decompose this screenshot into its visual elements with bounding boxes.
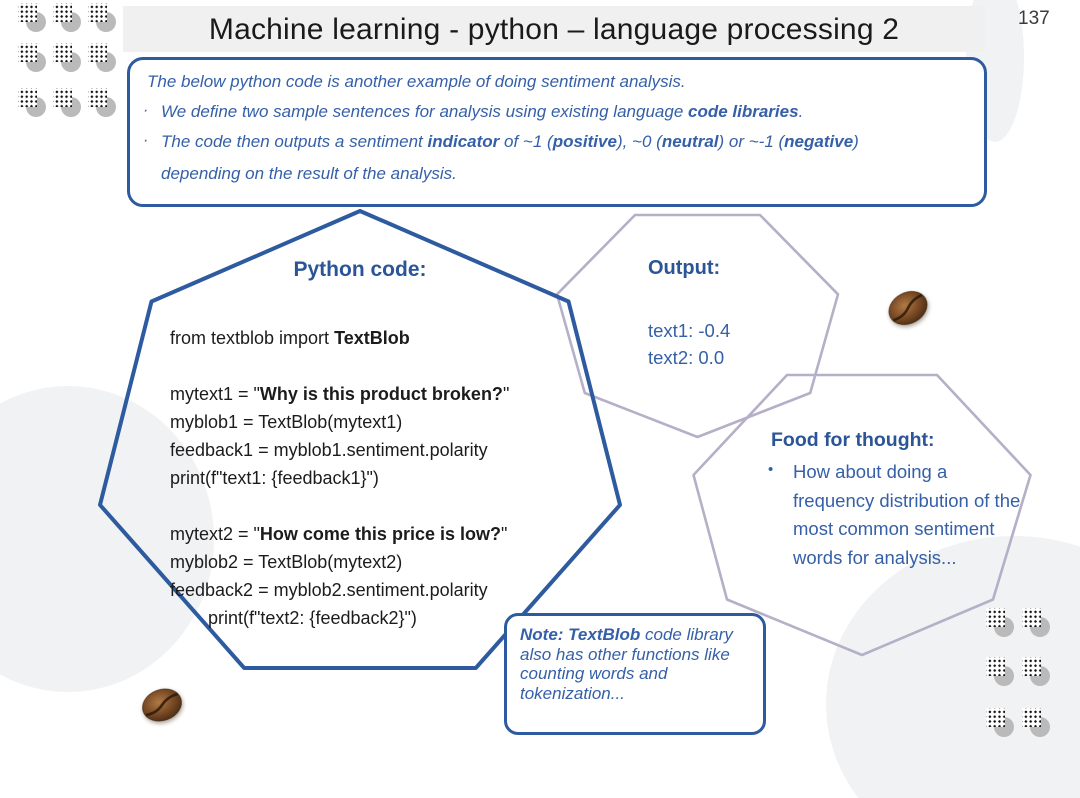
output-line-2: text2: 0.0 <box>648 347 725 368</box>
food-bullet-dot-icon: • <box>768 461 774 478</box>
halftone-dot-icon <box>1022 657 1050 687</box>
output-heading: Output: <box>648 257 721 279</box>
halftone-dot-icon <box>986 657 1014 687</box>
code-line: feedback1 = myblob1.sentiment.polarity <box>170 440 488 460</box>
food-bullet-text: How about doing a frequency distribution… <box>793 461 1021 568</box>
halftone-dot-icon <box>1022 608 1050 638</box>
intro-callout: The below python code is another example… <box>127 57 987 207</box>
intro-lead: The below python code is another example… <box>147 72 686 91</box>
page-number: 137 <box>1018 8 1050 29</box>
output-lines: text1: -0.4 text2: 0.0 <box>648 317 730 371</box>
code-line-blank <box>170 492 509 520</box>
code-line: from textblob import TextBlob <box>170 328 410 348</box>
halftone-dot-icon <box>88 43 116 73</box>
halftone-dot-icon <box>53 3 81 33</box>
halftone-dot-icon <box>18 88 46 118</box>
food-heptagon-outline <box>692 373 1032 657</box>
halftone-dot-icon <box>18 3 46 33</box>
halftone-dot-icon <box>53 88 81 118</box>
output-line-1: text1: -0.4 <box>648 320 731 341</box>
halftone-dot-icon <box>1022 708 1050 738</box>
halftone-dot-icon <box>88 88 116 118</box>
python-code-heading: Python code: <box>293 258 427 281</box>
note-callout: Note: TextBlob code library also has oth… <box>504 613 766 735</box>
bullet-dot-icon: · <box>143 132 149 149</box>
code-line: mytext2 = "How come this price is low?" <box>170 524 508 544</box>
python-code-block: from textblob import TextBlob mytext1 = … <box>170 324 509 632</box>
output-heptagon-outline <box>555 213 840 439</box>
python-heptagon-outline <box>98 209 622 670</box>
halftone-dot-icon <box>88 3 116 33</box>
code-line: print(f"text2: {feedback2}") <box>208 608 417 628</box>
coffee-bean-icon <box>141 688 183 722</box>
slide-title: Machine learning - python – language pro… <box>208 13 900 46</box>
note-bold-text: Note: TextBlob <box>520 625 641 644</box>
halftone-dot-icon <box>986 608 1014 638</box>
code-line: print(f"text1: {feedback1}") <box>170 468 379 488</box>
code-line: feedback2 = myblob2.sentiment.polarity <box>170 580 488 600</box>
halftone-dot-icon <box>986 708 1014 738</box>
code-line: mytext1 = "Why is this product broken?" <box>170 384 510 404</box>
code-line: myblob1 = TextBlob(mytext1) <box>170 412 403 432</box>
code-line: myblob2 = TextBlob(mytext2) <box>170 552 403 572</box>
code-line-blank <box>170 352 509 380</box>
note-text: code library also has other functions li… <box>520 625 733 703</box>
coffee-bean-icon <box>888 290 928 326</box>
intro-bullet-2: The code then outputs a sentiment indica… <box>161 132 859 151</box>
intro-bullet-2-continuation: depending on the result of the analysis. <box>161 164 457 183</box>
food-heading: Food for thought: <box>771 429 935 451</box>
halftone-dot-icon <box>18 43 46 73</box>
halftone-dot-icon <box>53 43 81 73</box>
intro-bullet-1: We define two sample sentences for analy… <box>161 102 804 121</box>
bullet-dot-icon: · <box>143 102 149 119</box>
title-bar: Machine learning - python – language pro… <box>123 6 985 52</box>
